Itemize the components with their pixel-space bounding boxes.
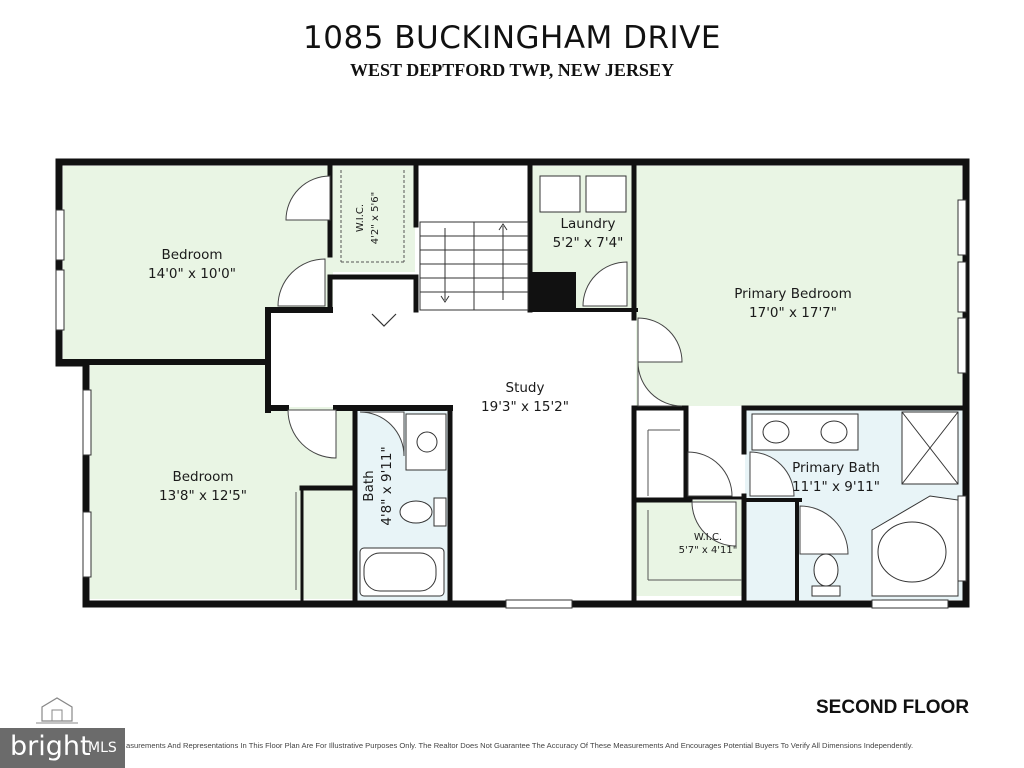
washer-icon — [539, 175, 581, 213]
toilet-tank — [433, 497, 447, 527]
bedroom2-dims: 13'8" x 12'5" — [159, 488, 247, 504]
bath-name: Bath — [361, 470, 377, 501]
sink-icon — [820, 420, 848, 444]
stair-arrow-icon — [440, 223, 508, 303]
sink-icon — [416, 431, 438, 453]
bath-dims: 4'8" x 9'11" — [379, 446, 395, 525]
wic2-dims: 5'7" x 4'11" — [679, 545, 738, 556]
bedroom2-name: Bedroom — [172, 469, 233, 485]
wic1-fill — [333, 166, 415, 272]
window-icon — [82, 511, 92, 578]
window-icon — [957, 317, 967, 374]
floor-label: SECOND FLOOR — [816, 697, 970, 718]
window-icon — [957, 199, 967, 256]
bedroom1-dims: 14'0" x 10'0" — [148, 266, 236, 282]
wic1-dims: 4'2" x 5'6" — [370, 192, 381, 244]
window-icon — [505, 599, 573, 609]
mls-suffix: MLS — [88, 740, 117, 756]
laundry-name: Laundry — [560, 216, 615, 232]
wic2-shelves — [647, 429, 742, 581]
mls-badge: bright MLS — [0, 728, 125, 768]
primary-bath-fixtures — [751, 411, 959, 597]
bedroom1-name: Bedroom — [161, 247, 222, 263]
house-logo-icon — [36, 697, 78, 724]
primary-bath-dims: 11'1" x 9'11" — [792, 479, 880, 495]
toilet-tank — [811, 585, 841, 597]
laundry-dims: 5'2" x 7'4" — [553, 235, 624, 251]
wic1-shelves — [340, 170, 405, 263]
toilet-icon — [813, 553, 839, 587]
disclaimer-text: asurements And Representations In This F… — [126, 741, 914, 750]
plan-title: 1085 BUCKINGHAM DRIVE — [303, 20, 721, 56]
primary-bedroom-dims: 17'0" x 17'7" — [749, 305, 837, 321]
room-labels: Bedroom 14'0" x 10'0" Bedroom 13'8" x 12… — [148, 192, 880, 556]
laundry-closet-block — [530, 272, 576, 312]
study-dims: 19'3" x 15'2" — [481, 399, 569, 415]
windows — [55, 199, 967, 609]
window-icon — [55, 269, 65, 331]
window-icon — [957, 261, 967, 313]
dryer-icon — [585, 175, 627, 213]
toilet-icon — [399, 500, 433, 524]
stairs — [419, 221, 529, 311]
mls-brand: bright — [10, 731, 91, 762]
sink-icon — [762, 420, 790, 444]
window-icon — [55, 209, 65, 261]
study-name: Study — [506, 380, 545, 396]
window-icon — [82, 389, 92, 456]
plan-subtitle: WEST DEPTFORD TWP, NEW JERSEY — [350, 60, 674, 80]
study-fill — [270, 312, 636, 407]
stair-landing-arrow-icon — [371, 313, 397, 327]
bath-fixtures — [359, 413, 447, 597]
wic2-name: W.I.C. — [694, 532, 722, 543]
door-swings — [277, 175, 849, 555]
wic1-name: W.I.C. — [355, 204, 366, 232]
primary-bedroom-fill — [636, 166, 962, 406]
primary-bath-name: Primary Bath — [792, 460, 880, 476]
primary-bedroom-name: Primary Bedroom — [734, 286, 852, 302]
window-icon — [871, 599, 949, 609]
window-icon — [957, 495, 967, 582]
